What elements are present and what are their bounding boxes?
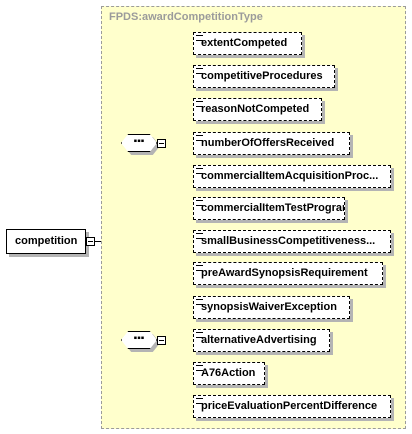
element-box[interactable]: smallBusinessCompetitiveness...	[193, 230, 391, 253]
element-label: reasonNotCompeted	[201, 103, 310, 115]
element-label: priceEvaluationPercentDifference	[201, 400, 378, 412]
element-box[interactable]: alternativeAdvertising	[193, 329, 330, 352]
element-label: synopsisWaiverException	[201, 301, 337, 313]
collapse-toggle-icon[interactable]	[157, 139, 166, 148]
element-box[interactable]: commercialItemAcquisitionProc...	[193, 165, 391, 188]
sequence-icon: ▪▪▪	[121, 134, 157, 152]
optional-element-icon	[196, 332, 203, 338]
element-box[interactable]: reasonNotCompeted	[193, 98, 322, 121]
element-box[interactable]: competitiveProcedures	[193, 65, 335, 88]
optional-element-icon	[196, 233, 203, 239]
optional-element-icon	[196, 265, 203, 271]
element-label: commercialItemAcquisitionProc...	[201, 170, 379, 182]
element-box[interactable]: commercialItemTestProgram	[193, 197, 345, 220]
element-box[interactable]: synopsisWaiverException	[193, 296, 350, 319]
optional-element-icon	[196, 299, 203, 305]
element-label: smallBusinessCompetitiveness...	[201, 235, 376, 247]
element-label: preAwardSynopsisRequirement	[201, 267, 368, 279]
root-element-label: competition	[15, 235, 78, 247]
optional-element-icon	[196, 168, 203, 174]
element-label: competitiveProcedures	[201, 70, 323, 82]
optional-element-icon	[196, 365, 203, 371]
sequence-compositor-2: ▪▪▪	[121, 331, 160, 352]
element-box[interactable]: extentCompeted	[193, 32, 302, 55]
root-element-competition[interactable]: competition	[6, 229, 86, 254]
collapse-toggle-icon[interactable]	[157, 336, 166, 345]
element-label: numberOfOffersReceived	[201, 137, 335, 149]
collapse-toggle-icon[interactable]	[86, 237, 95, 246]
sequence-icon: ▪▪▪	[121, 331, 157, 349]
optional-element-icon	[196, 135, 203, 141]
element-box[interactable]: preAwardSynopsisRequirement	[193, 262, 383, 285]
element-label: alternativeAdvertising	[201, 334, 317, 346]
optional-element-icon	[196, 398, 203, 404]
element-box[interactable]: priceEvaluationPercentDifference	[193, 395, 391, 418]
optional-element-icon	[196, 200, 203, 206]
element-box[interactable]: numberOfOffersReceived	[193, 132, 350, 155]
element-label: commercialItemTestProgram	[201, 202, 345, 214]
sequence-compositor-1: ▪▪▪	[121, 134, 160, 155]
element-label: A76Action	[201, 367, 256, 379]
complex-type-name: FPDS:awardCompetitionType	[109, 11, 263, 23]
element-box[interactable]: A76Action	[193, 362, 265, 385]
element-label: extentCompeted	[201, 37, 288, 49]
optional-element-icon	[196, 68, 203, 74]
optional-element-icon	[196, 101, 203, 107]
optional-element-icon	[196, 35, 203, 41]
